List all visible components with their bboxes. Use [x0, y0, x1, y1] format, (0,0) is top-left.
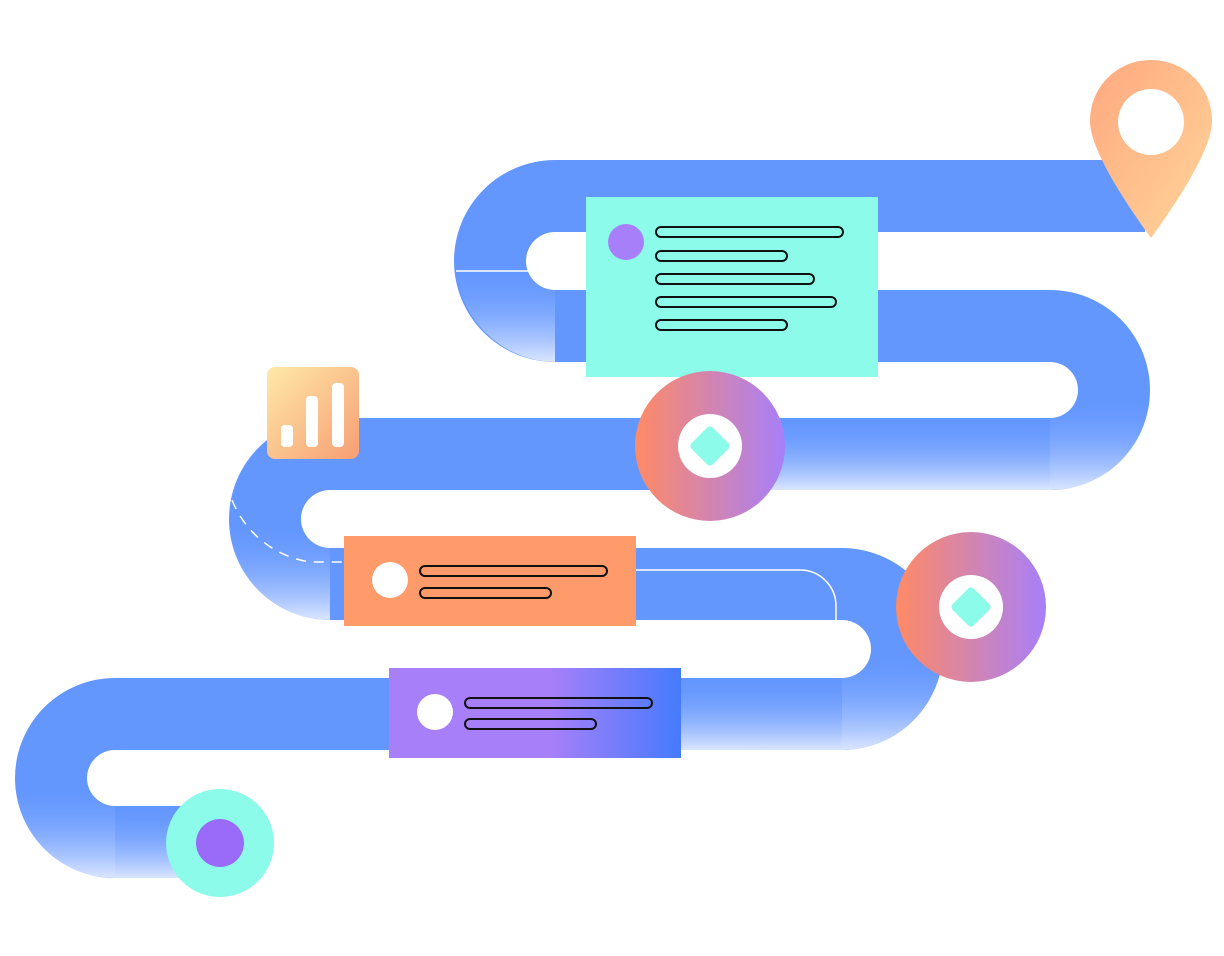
- avatar: [608, 224, 644, 260]
- start-dot-icon: [166, 789, 274, 897]
- text-placeholder-lines: [419, 565, 608, 599]
- avatar: [417, 694, 453, 730]
- decor-line-arc: [636, 569, 837, 620]
- decor-dashed-line: [231, 499, 345, 563]
- road-turn-right-fade: [1050, 400, 1150, 491]
- text-placeholder-lines: [655, 226, 844, 331]
- chart-bar: [306, 396, 318, 447]
- text-placeholder-lines: [464, 697, 653, 730]
- chart-bar: [332, 383, 344, 447]
- text-line: [464, 718, 597, 730]
- text-line: [419, 565, 608, 577]
- pin-hole: [1118, 89, 1184, 155]
- diamond-icon: [690, 426, 730, 466]
- road-turn-mid-left-fade: [229, 525, 330, 621]
- road-turn-lower-right-fade: [842, 655, 943, 751]
- text-line: [655, 226, 844, 238]
- road-segment-row3-fade: [760, 418, 1050, 490]
- road-turn-bottom-left-fade: [15, 785, 115, 879]
- start-dot: [196, 819, 244, 867]
- text-line: [655, 296, 837, 308]
- chart-bar: [281, 425, 293, 447]
- milestone-card-teal: [586, 197, 878, 377]
- text-line: [419, 587, 552, 599]
- milestone-card-orange: [344, 536, 636, 626]
- milestone-card-purple: [389, 668, 681, 758]
- map-pin-icon: [1090, 60, 1212, 238]
- diamond-icon: [951, 587, 991, 627]
- text-line: [655, 319, 788, 331]
- avatar: [372, 562, 408, 598]
- checkpoint-node-lower: [896, 532, 1046, 682]
- road-turn-top-left-fade: [456, 268, 555, 362]
- road-segment-row5-fade: [660, 678, 842, 750]
- text-line: [655, 273, 815, 285]
- checkpoint-node-upper: [635, 371, 785, 521]
- text-line: [464, 697, 653, 709]
- card-background: [586, 197, 878, 377]
- bar-chart-icon: [267, 367, 359, 459]
- text-line: [655, 250, 788, 262]
- road-path: [15, 160, 1150, 879]
